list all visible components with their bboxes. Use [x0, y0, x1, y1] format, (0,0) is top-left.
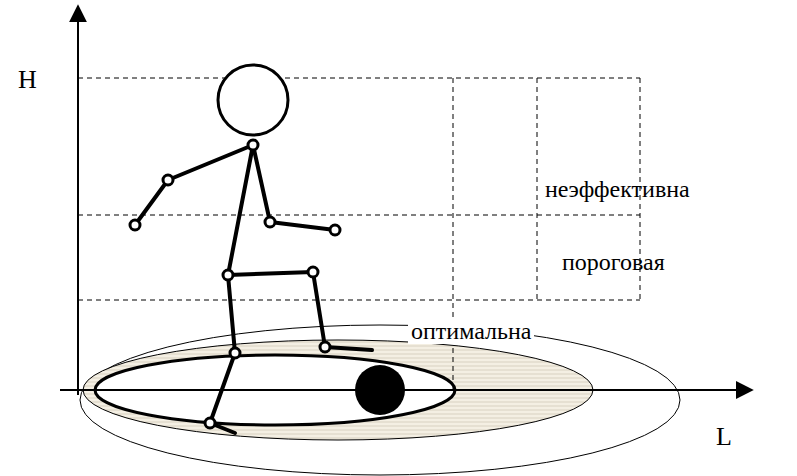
zone-label: оптимальна — [408, 318, 534, 344]
axis-label: H — [18, 66, 37, 95]
h-axis — [77, 6, 79, 395]
outer-zone — [80, 325, 680, 475]
zone-label: пороговая — [562, 249, 665, 275]
zone-label: неэффективна — [545, 176, 690, 202]
axis-label: L — [716, 423, 732, 452]
stick-figure — [130, 65, 372, 433]
l-axis — [60, 389, 752, 391]
ball — [355, 365, 405, 415]
dashed-grid — [78, 78, 640, 390]
